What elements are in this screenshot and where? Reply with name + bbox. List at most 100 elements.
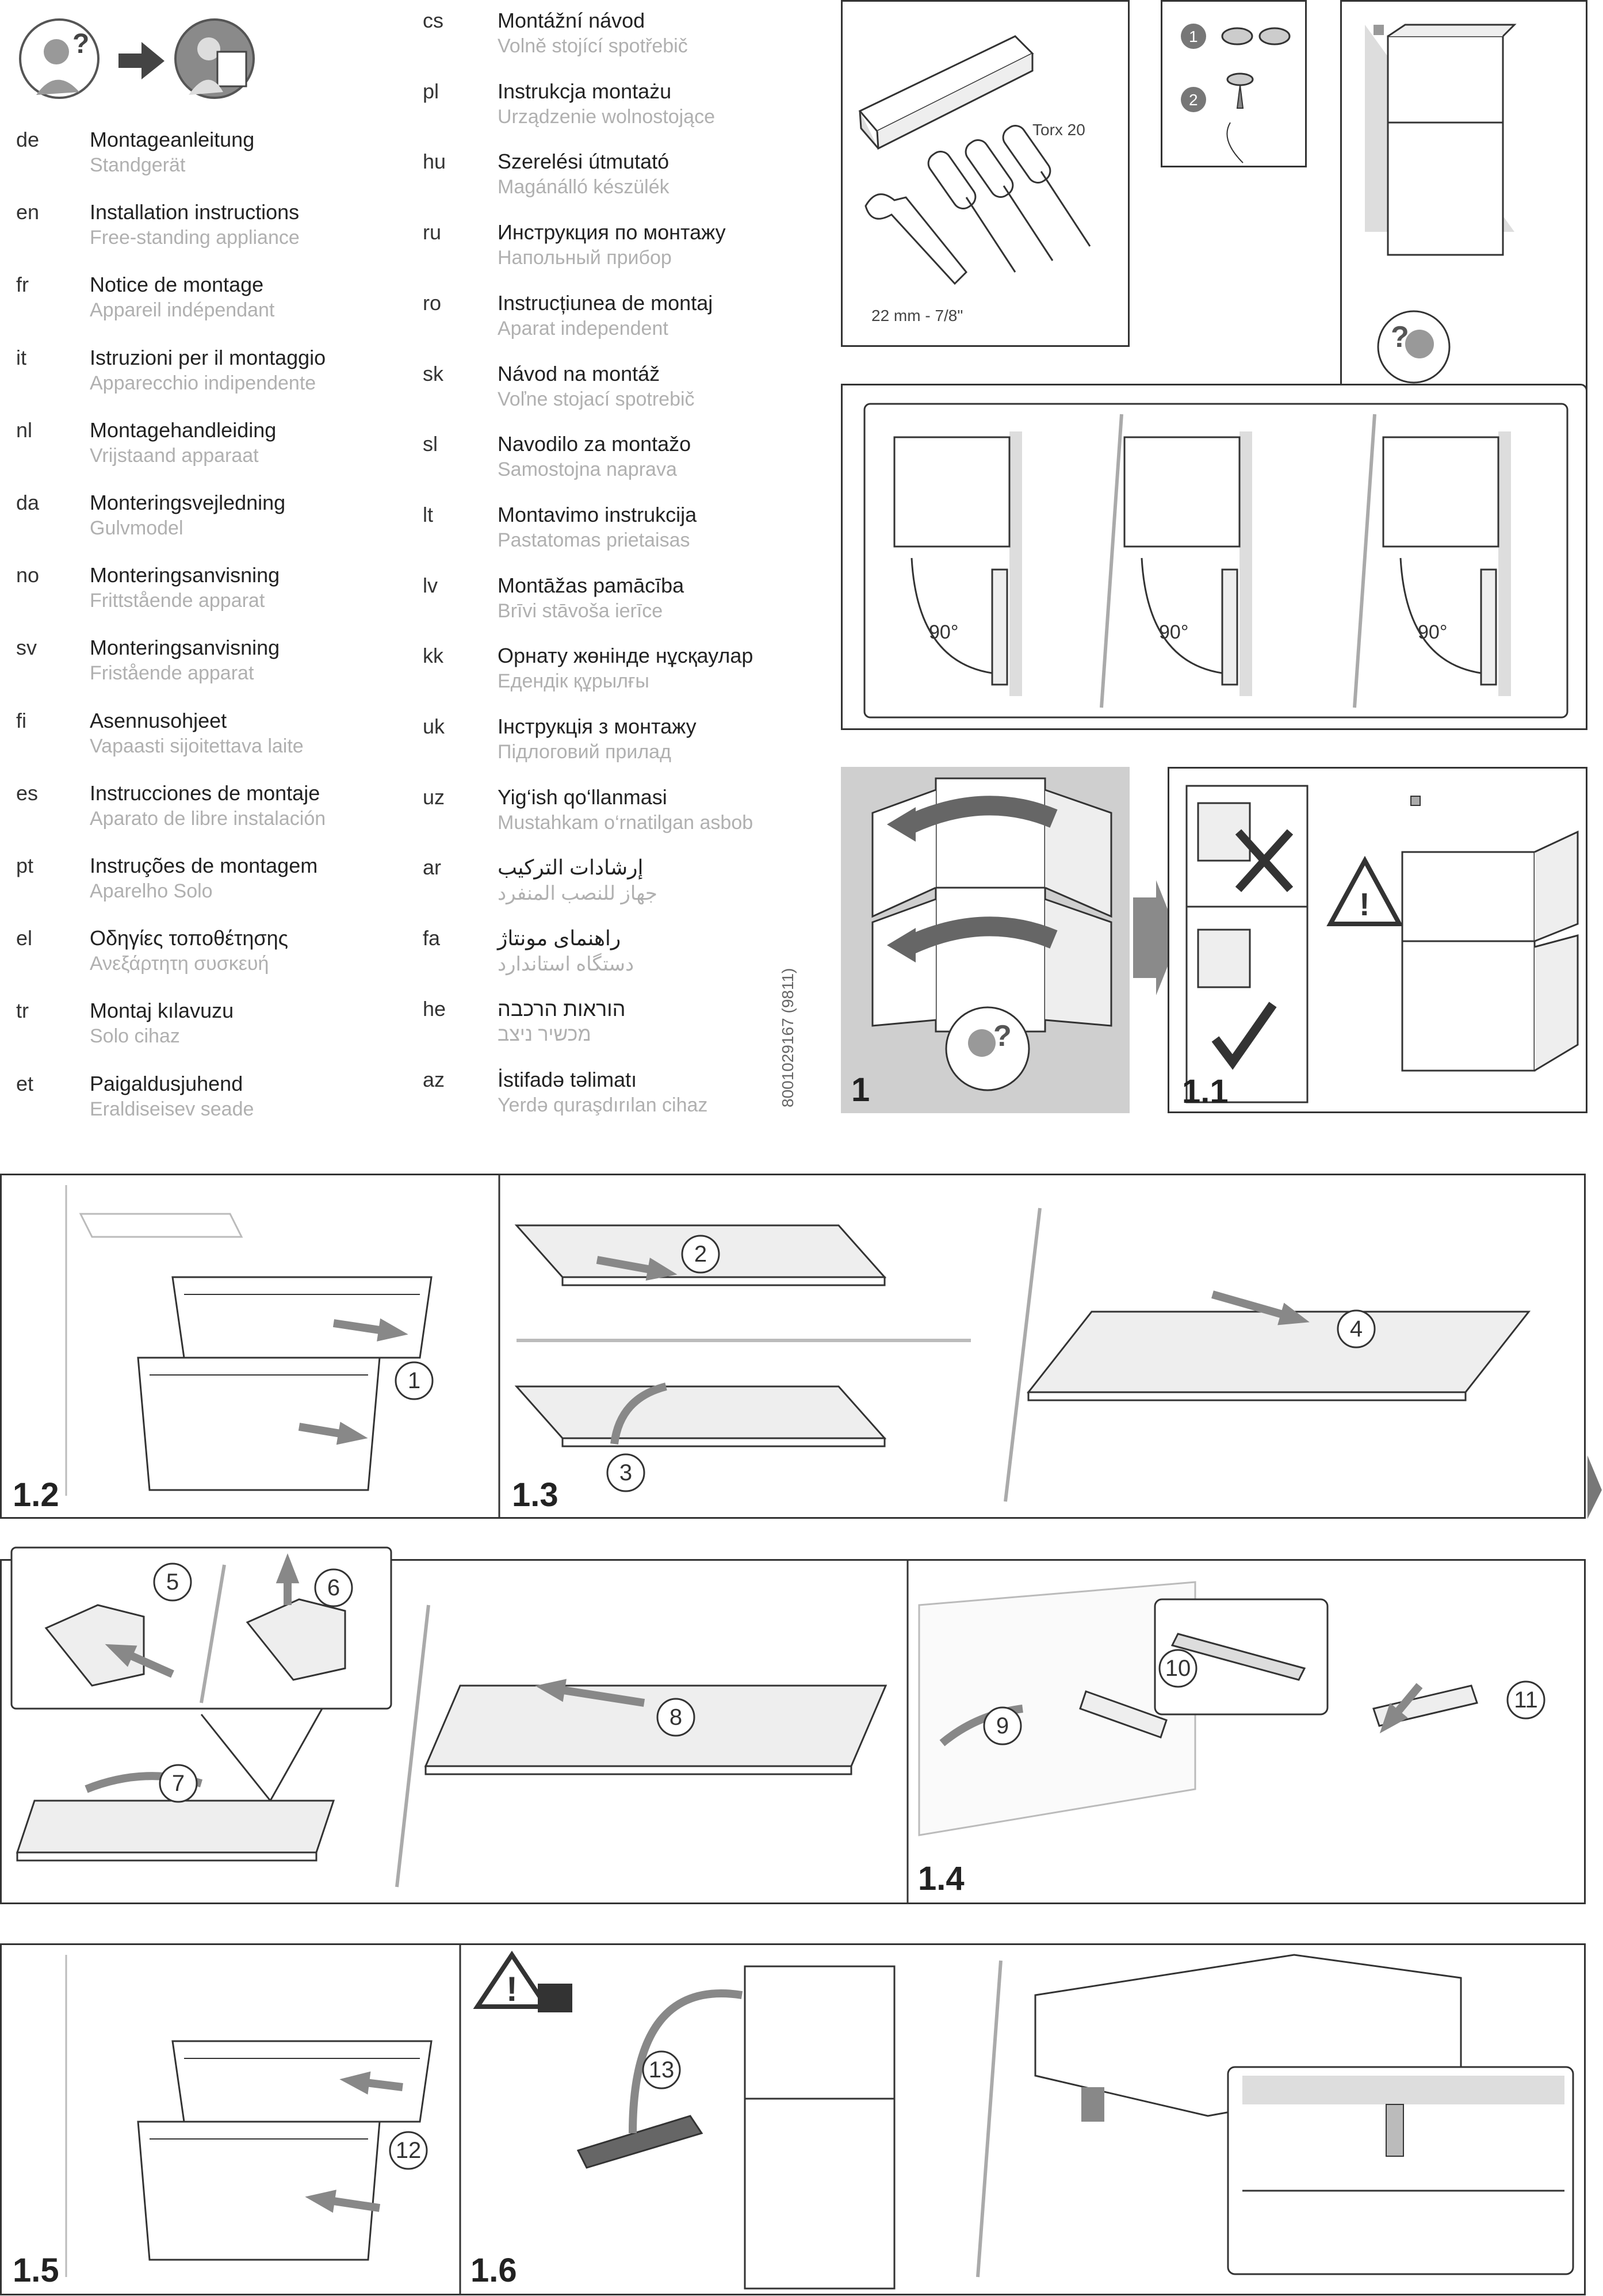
angle-arc [1399, 557, 1482, 674]
svg-text:!: ! [1359, 886, 1370, 922]
language-title: Notice de montage [90, 273, 264, 297]
angle-arc [1141, 557, 1223, 674]
part-number-2: 2 [1189, 91, 1198, 109]
step-number: 6 [327, 1575, 340, 1600]
arrow-head [339, 2071, 371, 2095]
language-title: Montāžas pamācība [498, 573, 684, 597]
drawers-removal-illustration: 1 [65, 1185, 434, 1496]
language-code: ar [423, 855, 442, 880]
doors-opening-illustration: ? [871, 777, 1112, 1091]
language-subtitle: Magánálló készülék [498, 176, 669, 198]
panel-1-5: 12 1.5 [0, 1943, 460, 2295]
language-title: Montavimo instrukcija [498, 502, 697, 526]
wood-block [576, 2115, 703, 2169]
step-number: 11 [1514, 1687, 1538, 1713]
step-number-circle [606, 1453, 645, 1492]
language-code: ro [423, 291, 442, 315]
step-number: 4 [1350, 1316, 1363, 1342]
wall-hatch [1239, 431, 1252, 696]
language-subtitle: Ανεξάρτητη συσκευή [90, 953, 269, 975]
panel-1-6: !13 1.6 [460, 1943, 1586, 2295]
panel-1-1: ! 1.1 [1168, 767, 1587, 1113]
language-code: lv [423, 573, 438, 597]
language-title: Yig‘ish qo‘llanmasi [498, 785, 667, 809]
language-subtitle: Volně stojící spotřebič [498, 35, 688, 57]
language-code: et [16, 1071, 34, 1095]
panel-number-1: 1 [851, 1071, 870, 1109]
language-code: uk [423, 715, 445, 738]
step-number: 2 [694, 1241, 707, 1267]
parts-illustration: 1 2 [1181, 24, 1291, 163]
panel-number-1-2: 1.2 [13, 1476, 59, 1514]
language-subtitle: Fristående apparat [90, 662, 254, 685]
language-code: pt [16, 854, 34, 877]
language-title: Asennusohjeet [90, 708, 227, 732]
language-title: Montaj kılavuzu [90, 999, 234, 1023]
tools-panel: Torx 20 22 mm - 7/8" [841, 0, 1130, 347]
tilt-appliance-illustration: ! 13 [473, 1950, 1574, 2290]
language-title: Montageanleitung [90, 128, 255, 151]
panel-number-1-1: 1.1 [1182, 1073, 1229, 1110]
wall-hatch [1009, 431, 1022, 696]
clearance-panel: 90°90°90° [841, 384, 1587, 730]
arrow-head [535, 1679, 567, 1702]
drawer [171, 2040, 433, 2123]
checkmark-icon [1211, 1002, 1277, 1070]
open-door [1221, 568, 1238, 686]
language-subtitle: Voľne stojací spotrebič [498, 388, 695, 410]
language-code: ru [423, 220, 442, 245]
language-title: Instrucciones de montaje [90, 781, 320, 805]
language-code: uz [423, 785, 445, 809]
step-number: 5 [166, 1569, 179, 1595]
language-subtitle: Free-standing appliance [90, 227, 300, 249]
panel-number-1-3: 1.3 [512, 1476, 558, 1514]
language-code: no [16, 563, 40, 587]
language-title: Інструкція з монтажу [498, 715, 697, 738]
language-subtitle: Urządzenie wolnostojące [498, 105, 715, 128]
appliance-top [893, 436, 1011, 548]
language-subtitle: Brīvi stāvoša ierīce [498, 599, 663, 622]
language-title: Installation instructions [90, 200, 300, 224]
arrow-head [645, 1258, 678, 1281]
header-icons: ? [16, 17, 263, 104]
panel-number-1-4: 1.4 [918, 1860, 965, 1897]
appliance [744, 1965, 896, 2290]
detail-surface [1242, 2076, 1564, 2104]
torx-label: Torx 20 [1032, 121, 1085, 139]
open-door [991, 568, 1008, 686]
open-door [1480, 568, 1497, 686]
rotate-arrow [610, 1382, 667, 1445]
step-number-circle [389, 2131, 428, 2170]
language-code: fi [16, 708, 26, 732]
arrow-head [105, 1644, 137, 1667]
shelf-edge [561, 1276, 886, 1286]
arrow-head [336, 1422, 368, 1445]
language-code: el [16, 926, 33, 950]
step-number: 10 [1165, 1656, 1191, 1681]
separator [1004, 1208, 1042, 1502]
language-subtitle: Mustahkam o‘rnatilgan asbob [498, 811, 753, 834]
arrow-head [305, 2190, 336, 2213]
step-number: 1 [408, 1368, 420, 1393]
language-subtitle: جهاز للنصب المنفرد [498, 883, 657, 905]
panel-1-2: 1 1.2 [0, 1174, 499, 1519]
language-code: en [16, 200, 40, 224]
separator [976, 1960, 1003, 2278]
language-code: da [16, 491, 40, 514]
warning-mark: ! [506, 1970, 518, 2008]
language-title: Орнату жөнінде нұсқаулар [498, 644, 753, 668]
language-code: de [16, 128, 40, 151]
hinge-rail [1079, 1690, 1168, 1739]
language-code: it [16, 345, 26, 369]
shelf-removal-illustration: 234 [514, 1208, 1531, 1502]
shelf-edge [561, 1437, 886, 1447]
arrow-right-icon [118, 42, 164, 79]
language-code: he [423, 996, 446, 1021]
language-title: הוראות הרכבה [498, 996, 626, 1021]
step-number: 13 [649, 2057, 675, 2083]
language-subtitle: Samostojna naprava [498, 459, 677, 481]
clip-part [44, 1604, 145, 1687]
